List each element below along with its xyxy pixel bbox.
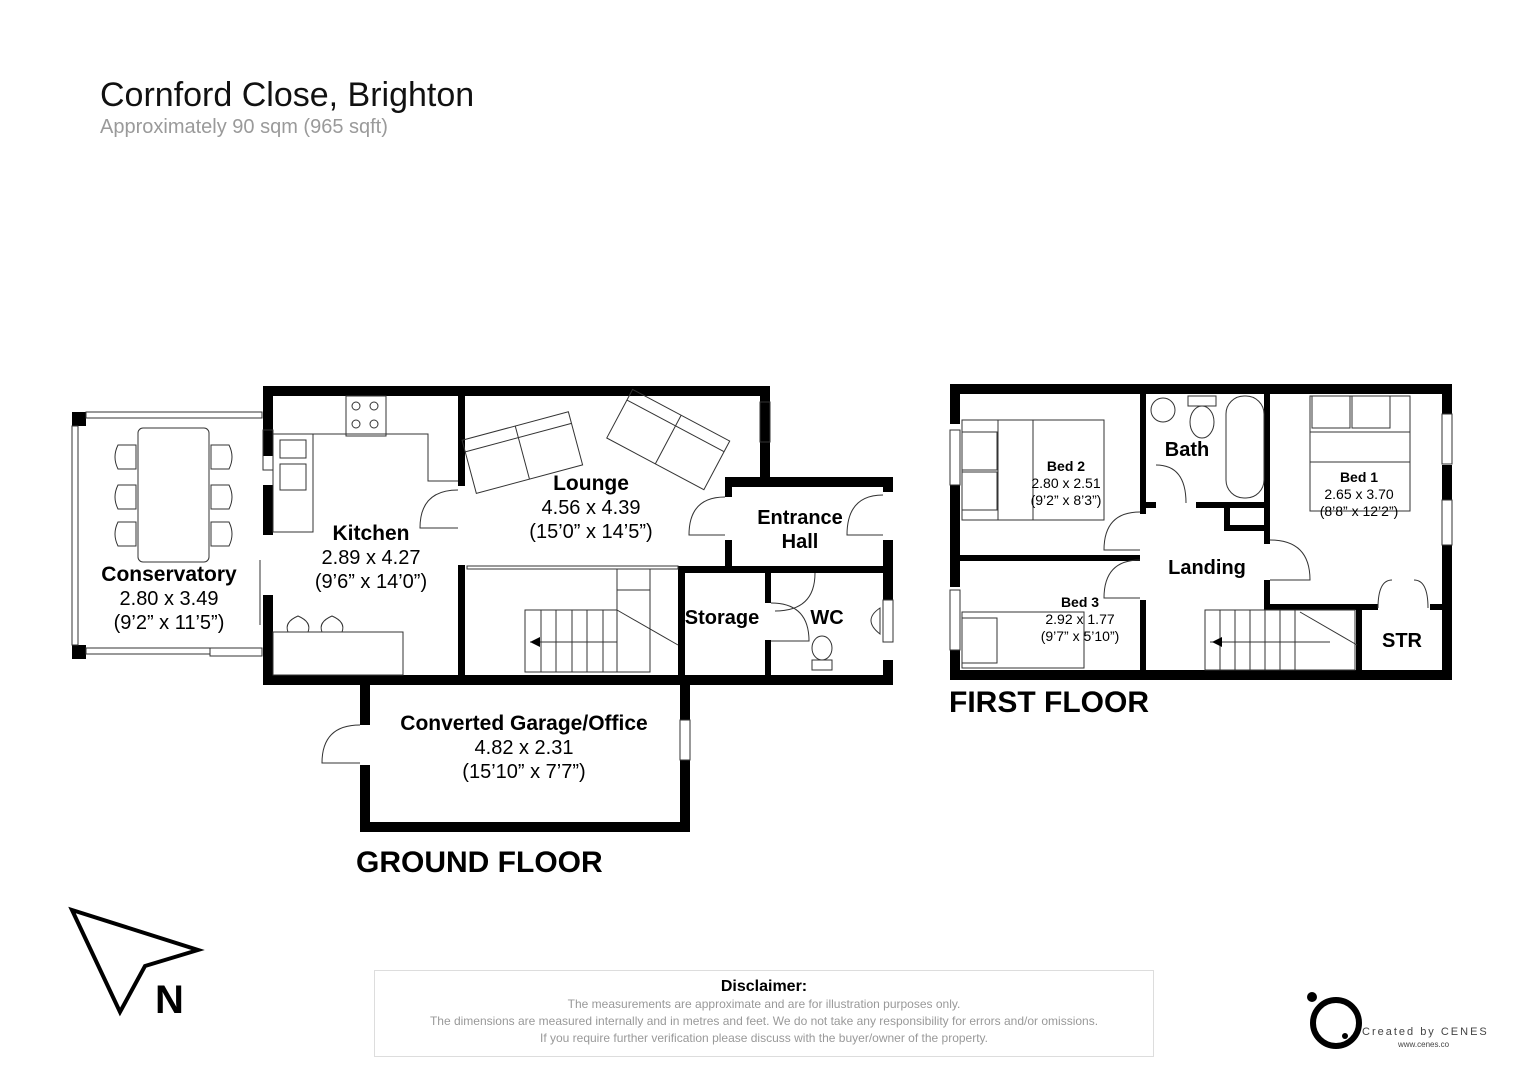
north-arrow-icon (68, 906, 205, 1017)
room-kitchen: Kitchen 2.89 x 4.27 (9’6” x 14’0”) (314, 522, 428, 594)
room-wc: WC (810, 607, 844, 629)
room-bed-3: Bed 3 2.92 x 1.77 (9’7” x 5’10”) (1040, 594, 1120, 644)
room-bath: Bath (1164, 439, 1210, 461)
disclaimer-line: The measurements are approximate and are… (567, 997, 961, 1011)
room-converted-garage: Converted Garage/Office 4.82 x 2.31 (15’… (400, 712, 648, 784)
room-landing: Landing (1168, 557, 1246, 579)
disclaimer-box: Disclaimer: The measurements are approxi… (374, 970, 1154, 1057)
room-entrance-hall: Entrance Hall (757, 507, 843, 553)
first-floor-label: FIRST FLOOR (949, 686, 1149, 719)
area-subtitle: Approximately 90 sqm (965 sqft) (100, 116, 388, 138)
room-lounge: Lounge 4.56 x 4.39 (15’0” x 14’5”) (529, 472, 653, 544)
room-conservatory: Conservatory 2.80 x 3.49 (9’2” x 11’5”) (101, 563, 237, 635)
credit-url: www.cenes.co (1398, 1040, 1450, 1049)
north-label: N (155, 978, 184, 1022)
disclaimer-line: The dimensions are measured internally a… (429, 1014, 1099, 1028)
credit-text: Created by CENES (1362, 1026, 1489, 1038)
room-bed-2: Bed 2 2.80 x 2.51 (9’2” x 8’3”) (1030, 458, 1102, 508)
disclaimer-heading: Disclaimer: (720, 978, 808, 995)
disclaimer-line: If you require further verification plea… (539, 1031, 988, 1045)
ground-floor-label: GROUND FLOOR (356, 846, 603, 879)
room-str: STR (1382, 630, 1422, 652)
page-title: Cornford Close, Brighton (100, 76, 475, 114)
room-bed-1: Bed 1 2.65 x 3.70 (8’8” x 12’2”) (1319, 469, 1399, 519)
room-storage: Storage (684, 607, 760, 629)
cenes-logo-icon (1307, 992, 1362, 1049)
